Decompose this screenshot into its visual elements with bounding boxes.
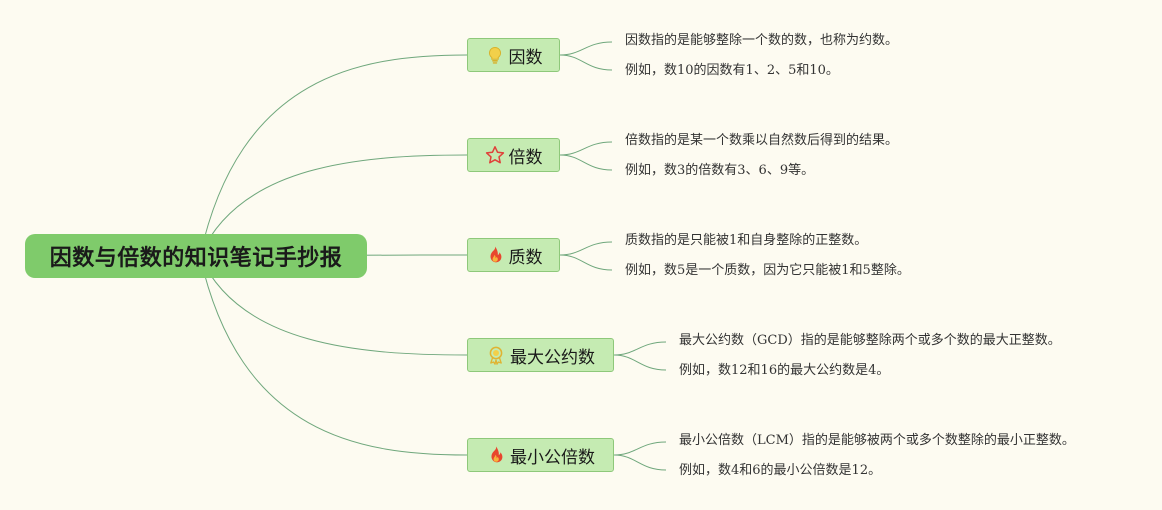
root-to-branch-connector [199, 54, 468, 257]
branch-to-leaf-connector [559, 154, 613, 171]
lightbulb-icon [485, 45, 505, 65]
branch-beishu[interactable]: 倍数 [467, 138, 560, 172]
leaf-text: 最大公约数（GCD）指的是能够整除两个或多个数的最大正整数。 [679, 333, 1061, 348]
branch-to-leaf-connector [613, 454, 667, 471]
branch-label: 倍数 [508, 147, 543, 168]
branch-zuixiao-gongbeishu[interactable]: 最小公倍数 [467, 438, 614, 472]
medal-icon [486, 345, 506, 365]
leaf-text: 例如，数10的因数有1、2、5和10。 [625, 63, 839, 78]
branch-label: 质数 [508, 247, 543, 268]
branch-label: 最小公倍数 [510, 447, 595, 468]
leaf-text: 例如，数4和6的最小公倍数是12。 [679, 463, 882, 478]
branch-to-leaf-connector [559, 54, 613, 71]
root-topic[interactable]: 因数与倍数的知识笔记手抄报 [25, 234, 367, 278]
leaf-text: 例如，数5是一个质数，因为它只能被1和5整除。 [625, 263, 910, 278]
branch-yinshu[interactable]: 因数 [467, 38, 560, 72]
fire-icon [485, 245, 505, 265]
leaf-text: 最小公倍数（LCM）指的是能够被两个或多个数整除的最小正整数。 [679, 433, 1075, 448]
star-icon [485, 145, 505, 165]
fire-icon [486, 445, 506, 465]
leaf-text: 质数指的是只能被1和自身整除的正整数。 [625, 233, 868, 248]
branch-zuida-gongyueshu[interactable]: 最大公约数 [467, 338, 614, 372]
branch-to-leaf-connector [613, 441, 667, 456]
branch-label: 因数 [508, 47, 543, 68]
root-topic-label: 因数与倍数的知识笔记手抄报 [49, 246, 343, 271]
branch-to-leaf-connector [559, 254, 613, 271]
branch-label: 最大公约数 [510, 347, 595, 368]
leaf-text: 例如，数12和16的最大公约数是4。 [679, 363, 890, 378]
leaf-text: 例如，数3的倍数有3、6、9等。 [625, 163, 815, 178]
branch-to-leaf-connector [613, 341, 667, 356]
branch-to-leaf-connector [559, 41, 613, 56]
branch-to-leaf-connector [613, 354, 667, 371]
branch-to-leaf-connector [559, 241, 613, 256]
root-to-branch-connector [199, 255, 468, 456]
branch-to-leaf-connector [559, 141, 613, 156]
leaf-text: 因数指的是能够整除一个数的数，也称为约数。 [625, 33, 899, 48]
leaf-text: 倍数指的是某一个数乘以自然数后得到的结果。 [625, 133, 899, 148]
branch-zhishu[interactable]: 质数 [467, 238, 560, 272]
